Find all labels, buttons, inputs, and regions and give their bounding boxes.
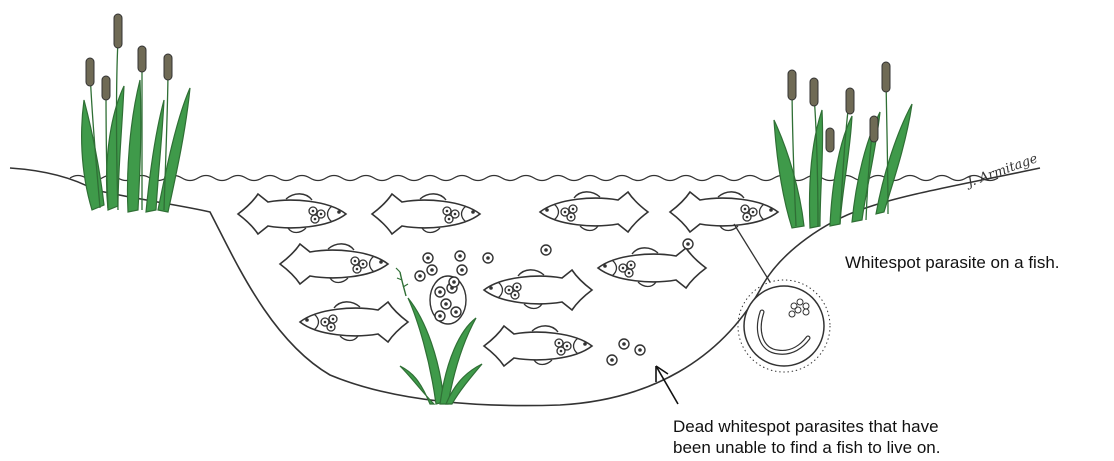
dead-parasites-label: Dead whitespot parasites that have been … xyxy=(673,416,940,458)
fish xyxy=(372,194,480,234)
fish xyxy=(238,194,346,234)
left-reeds xyxy=(82,14,190,212)
fish xyxy=(484,326,592,366)
whitespot-on-fish-label: Whitespot parasite on a fish. xyxy=(845,252,1060,273)
fish xyxy=(238,192,778,366)
fish xyxy=(598,248,706,288)
fish xyxy=(484,270,592,310)
dead-parasites-label-line1: Dead whitespot parasites that have xyxy=(673,416,940,437)
right-reeds xyxy=(774,62,912,228)
pointer-arrow xyxy=(656,366,678,404)
magnified-parasite xyxy=(734,224,830,372)
fish xyxy=(300,302,408,342)
dead-parasites xyxy=(607,339,645,365)
dead-parasites-label-line2: been unable to find a fish to live on. xyxy=(673,437,940,458)
fish xyxy=(540,192,648,232)
underwater-plant xyxy=(396,268,482,404)
fish xyxy=(670,192,778,232)
fish xyxy=(280,244,388,284)
